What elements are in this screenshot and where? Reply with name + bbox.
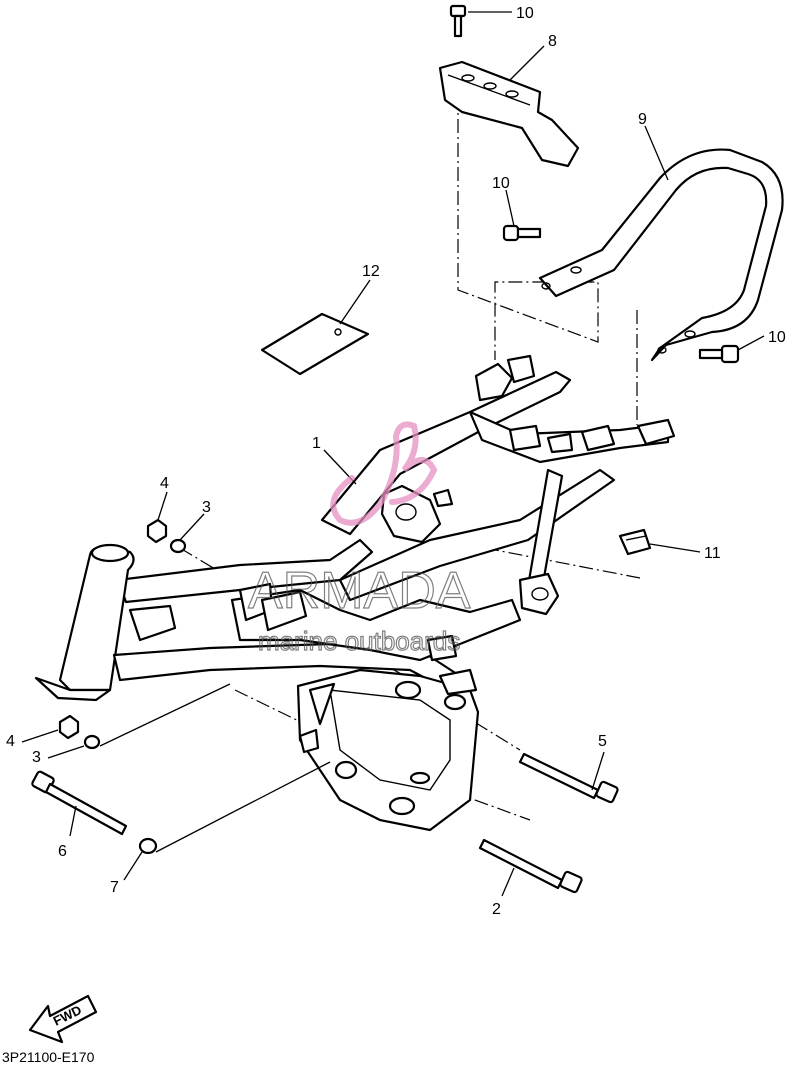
bolt-part-6[interactable] — [31, 770, 128, 836]
fwd-arrow-icon — [28, 994, 98, 1044]
fwd-arrow: FWD — [28, 994, 98, 1044]
watermark-logo: ARMADA marine outboards — [247, 421, 471, 657]
watermark-flower-icon — [330, 421, 438, 526]
frame-part-1[interactable] — [34, 354, 676, 832]
damper-part-11[interactable] — [618, 528, 652, 556]
callout-3-lower: 3 — [32, 749, 41, 766]
bolt-part-10-right[interactable] — [698, 344, 740, 364]
callout-4-lower: 4 — [6, 733, 15, 750]
bolt-part-5[interactable] — [518, 752, 619, 804]
bolt-part-2[interactable] — [478, 838, 583, 894]
callout-10-right: 10 — [768, 329, 786, 346]
washer-part-7[interactable] — [138, 837, 158, 855]
callout-8: 8 — [548, 33, 557, 50]
callout-4-upper: 4 — [160, 475, 169, 492]
callout-labels: 10 8 9 10 10 12 1 4 3 4 3 6 7 5 2 11 — [6, 5, 786, 918]
watermark-tagline: marine outboards — [258, 626, 460, 656]
bracket-part-8[interactable] — [438, 60, 580, 168]
callout-6: 6 — [58, 843, 67, 860]
washer-part-3-upper[interactable] — [169, 538, 187, 554]
bolt-part-10-mid[interactable] — [502, 224, 542, 242]
callout-12: 12 — [362, 263, 380, 280]
leader-lines — [21, 11, 765, 897]
callout-11: 11 — [704, 545, 721, 562]
bolt-part-10-top[interactable] — [449, 4, 467, 38]
callout-1: 1 — [312, 435, 321, 452]
watermark-brand: ARMADA — [248, 562, 471, 620]
callout-7: 7 — [110, 879, 119, 896]
callout-10-mid: 10 — [492, 175, 510, 192]
diagram-code: 3P21100-E170 — [2, 1049, 95, 1065]
callout-2: 2 — [492, 901, 501, 918]
grab-bar-part-9[interactable] — [538, 148, 784, 362]
label-part-12[interactable] — [260, 312, 370, 376]
callout-9: 9 — [638, 111, 647, 128]
callout-10-top: 10 — [516, 5, 534, 22]
nut-part-4-upper[interactable] — [146, 518, 168, 544]
callout-3-upper: 3 — [202, 499, 211, 516]
callout-5: 5 — [598, 733, 607, 750]
washer-part-3-lower[interactable] — [83, 734, 101, 750]
nut-part-4-lower[interactable] — [58, 714, 80, 740]
